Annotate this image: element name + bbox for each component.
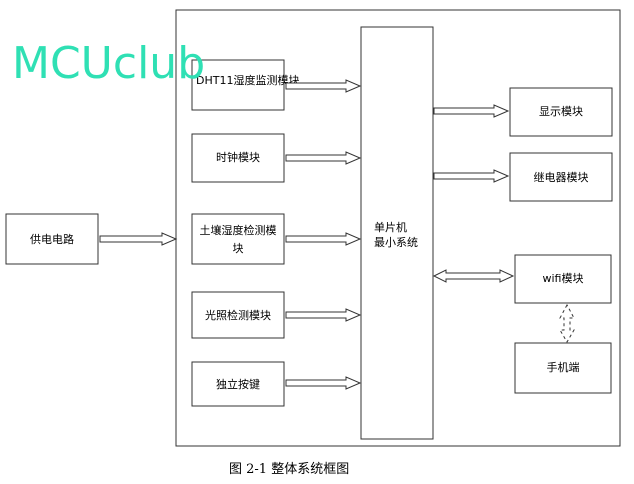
arrow-button-to-mcu <box>285 376 362 390</box>
display-module-label: 显示模块 <box>539 105 583 118</box>
system-frame <box>175 9 621 447</box>
light-detect-label: 光照检测模块 <box>205 308 271 322</box>
wifi-module-block <box>514 254 612 304</box>
phone-label: 手机端 <box>547 360 580 374</box>
phone-block <box>514 342 612 394</box>
relay-module-block <box>509 152 613 202</box>
arrow-mcu-wifi-bidirectional <box>432 269 515 283</box>
soil-humidity-label-line1: 土壤湿度检测模 <box>200 223 277 237</box>
soil-humidity-module-block <box>191 213 285 265</box>
display-module-block <box>509 87 613 137</box>
arrow-wifi-phone-wireless <box>559 303 575 343</box>
arrow-soil-to-mcu <box>285 232 362 246</box>
arrow-mcu-to-relay <box>433 169 510 183</box>
clock-module-block <box>191 133 285 183</box>
clock-module-label: 时钟模块 <box>216 150 260 164</box>
soil-humidity-label-line2: 块 <box>233 242 244 255</box>
dht11-module-block <box>191 59 285 111</box>
mcuclub-watermark: MCUclub <box>12 38 205 89</box>
arrow-mcu-to-display <box>433 104 510 118</box>
wifi-module-label: wifi模块 <box>543 272 584 285</box>
arrow-power-to-system <box>99 232 178 246</box>
button-module-block <box>191 361 285 407</box>
power-supply-label: 供电电路 <box>30 232 74 246</box>
mcu-label-line1: 单片机 <box>374 220 407 234</box>
arrow-clock-to-mcu <box>285 151 362 165</box>
light-detect-module-block <box>191 291 285 339</box>
button-module-label: 独立按键 <box>216 377 260 391</box>
relay-module-label: 继电器模块 <box>534 171 589 184</box>
arrow-light-to-mcu <box>285 308 362 322</box>
figure-caption: 图 2-1 整体系统框图 <box>229 462 349 477</box>
dht11-module-label-line1: DHT11湿度监测模块 <box>196 73 299 87</box>
mcu-minimum-system-block <box>360 26 434 440</box>
power-supply-block <box>5 213 99 265</box>
arrow-dht11-to-mcu <box>285 79 362 93</box>
mcu-label-line2: 最小系统 <box>374 236 418 249</box>
